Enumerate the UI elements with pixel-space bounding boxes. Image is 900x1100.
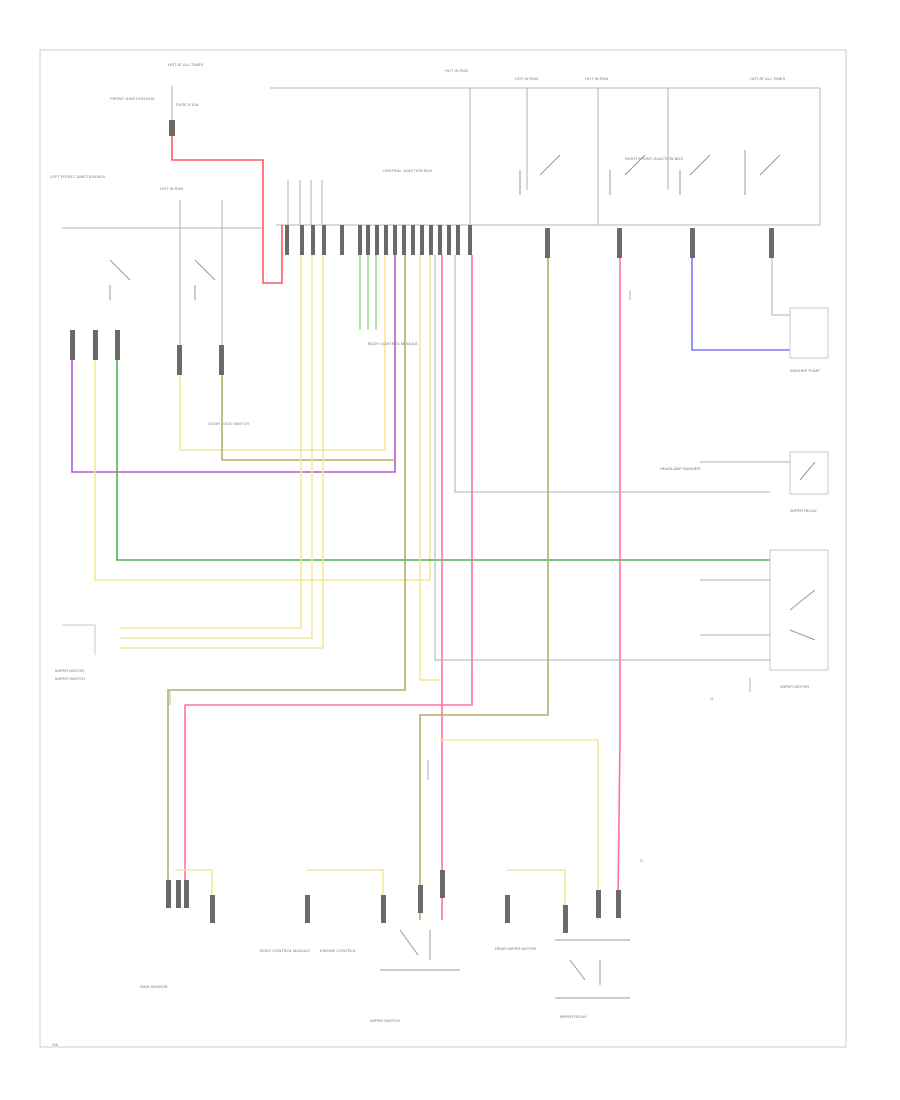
wire-green-left: [116, 360, 770, 561]
label-central-junction-box: CENTRAL JUNCTION BOX: [383, 168, 433, 173]
motor-right-top-box: [789, 307, 829, 359]
wire-gray-1: [454, 255, 770, 493]
relay-connector-1: [545, 228, 550, 258]
footer-code: W8: [52, 1042, 58, 1047]
bottom-connector-12: [616, 890, 621, 918]
label-bottom-right-module: REAR WIPER MOTOR: [495, 946, 536, 951]
diagram-frame: [39, 49, 847, 1048]
label-right-main: WIPER MOTOR: [780, 684, 809, 689]
bottom-switch-shape: [380, 929, 460, 971]
label-bottom-switch: WIPER SWITCH: [370, 1018, 400, 1023]
left-switch-2: [194, 259, 216, 300]
relay-connector-2: [617, 228, 622, 258]
label-left-junction-box: LEFT FRONT JUNCTION BOX: [50, 174, 106, 179]
wire-yellow-bottom-left: [175, 869, 213, 900]
label-left-switch: WIPER SWITCH: [55, 676, 85, 681]
wire-pink-main: [184, 255, 473, 880]
wire-olive-left: [167, 255, 406, 880]
module-pins: [285, 225, 472, 255]
wire-olive-trunk: [419, 255, 549, 920]
wire-pink-right: [617, 255, 621, 901]
motor-right-mid-box: [789, 451, 829, 495]
wire-yellow-bottom-right2: [507, 869, 566, 920]
relay-switch-1: [519, 154, 561, 195]
left-connector-c: [115, 330, 120, 360]
wire-gray-2: [434, 255, 770, 661]
label-hot-in-run-4: HOT IN RUN: [585, 76, 608, 81]
left-connector-d: [177, 345, 182, 375]
bottom-connector-8: [440, 870, 445, 898]
bottom-connector-6: [381, 895, 386, 923]
bottom-right-relay-shape: [555, 939, 630, 999]
label-right-relays: RIGHT FRONT JUNCTION BOX: [625, 156, 683, 161]
wire-yellow-triple-3: [120, 255, 324, 649]
label-bottom-left-connector: WIPER MOTOR: [55, 668, 84, 673]
label-hot-in-run-2: HOT IN RUN: [445, 68, 468, 73]
left-connector-a: [70, 330, 75, 360]
label-g-2: G: [640, 858, 643, 863]
bottom-connector-10: [563, 905, 568, 933]
label-bottom-module-1: BODY CONTROL MODULE: [260, 948, 310, 953]
bottom-connector-5: [305, 895, 310, 923]
wire-yellow-triple-2: [120, 255, 313, 639]
relay-switch-4: [744, 150, 781, 195]
relay-switch-2: [609, 154, 646, 195]
label-hot-at-all-times-2: HOT AT ALL TIMES: [750, 76, 785, 81]
label-g-1: G: [710, 696, 713, 701]
label-bottom-sensor: RAIN SENSOR: [140, 984, 168, 989]
left-switch-1: [109, 259, 131, 300]
fuse-top-left-connector: [169, 120, 175, 136]
right-main-box: [769, 549, 829, 671]
label-hot-at-all-times-1: HOT AT ALL TIMES: [168, 62, 203, 67]
left-connector-e: [219, 345, 224, 375]
wire-gray-right-top: [771, 258, 790, 316]
right-main-switch: [789, 589, 816, 641]
relay-connector-3: [690, 228, 695, 258]
label-fuse-top-left: FUSE 8 10A: [176, 102, 199, 107]
bottom-connector-1: [166, 880, 171, 908]
wire-yellow-triple-1: [120, 255, 302, 629]
wire-yellow-left-a: [94, 225, 431, 581]
label-lock-switch: DOOR LOCK SWITCH: [208, 421, 249, 426]
label-junction-box-top-left: FRONT JUNCTION BOX: [110, 96, 155, 101]
left-motor-box: [62, 624, 96, 655]
bottom-connector-11: [596, 890, 601, 918]
wire-yellow-bottom-mid: [307, 869, 384, 900]
wire-purple-left: [71, 225, 396, 473]
wire-yellow-lock: [179, 225, 386, 451]
relay-connector-4: [769, 228, 774, 258]
label-relay-right-mid: WIPER RELAY: [790, 508, 817, 513]
label-bottom-right-relay: WIPER RELAY: [560, 1014, 587, 1019]
motor-right-mid-switch: [799, 461, 816, 481]
bottom-connector-7: [418, 885, 423, 913]
relay-switch-3: [679, 154, 711, 195]
bottom-connector-3: [184, 880, 189, 908]
wire-blue-right: [691, 258, 790, 351]
label-hot-in-run-3: HOT IN RUN: [515, 76, 538, 81]
label-bottom-module-2: ENGINE CONTROL: [320, 948, 357, 953]
label-module-center: BODY CONTROL MODULE: [368, 341, 418, 346]
bottom-connector-2: [176, 880, 181, 908]
bottom-connector-9: [505, 895, 510, 923]
bottom-connector-4: [210, 895, 215, 923]
wire-olive-lock: [221, 375, 395, 461]
label-hot-in-run-1: HOT IN RUN: [160, 186, 183, 191]
wire-yellow-bottom-right: [440, 739, 599, 920]
label-motor-right-mid: HEADLAMP WASHER: [660, 466, 701, 471]
label-motor-right-top: WASHER PUMP: [790, 368, 820, 373]
wire-red-top-left: [171, 136, 283, 284]
wire-yellow-center: [419, 255, 440, 681]
left-connector-b: [93, 330, 98, 360]
